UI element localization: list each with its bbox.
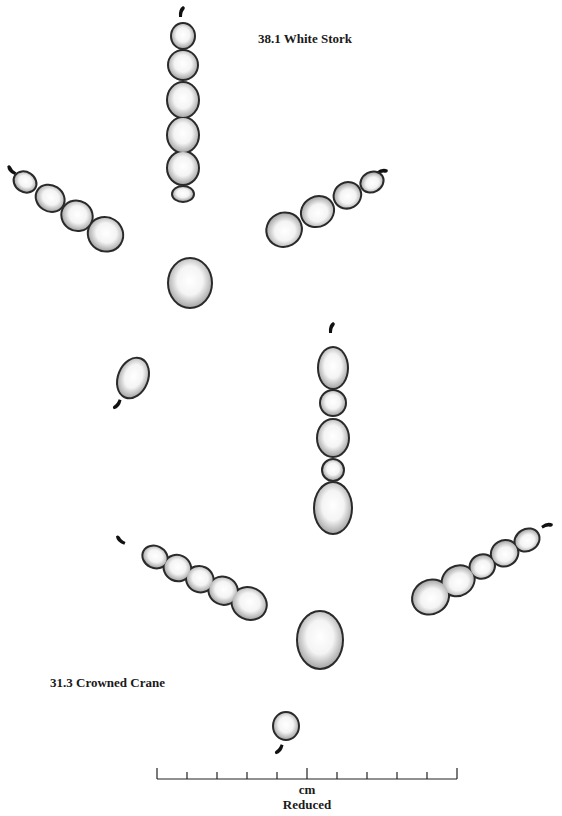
toe-outline <box>407 520 546 620</box>
claw <box>329 322 335 333</box>
claw <box>541 520 554 531</box>
toe-outline <box>7 163 128 257</box>
toe-pads <box>138 538 271 624</box>
claw <box>112 398 121 410</box>
scale-unit: cm <box>299 782 316 797</box>
heel-pad <box>169 259 211 307</box>
heel-pad <box>169 259 211 307</box>
toe-outline <box>315 348 351 533</box>
heel-pad <box>298 612 342 668</box>
scale-bar <box>157 768 457 779</box>
toe-pads <box>168 24 198 201</box>
toe-pads <box>315 348 351 533</box>
toe-pads <box>7 163 128 257</box>
toe-pads <box>407 520 546 620</box>
toe-outline <box>138 538 271 624</box>
hallux-pad <box>113 354 154 402</box>
hallux-pad <box>274 713 298 739</box>
scale-note: Reduced <box>283 797 331 812</box>
hallux-pad <box>274 713 298 739</box>
toe-outline <box>262 163 390 252</box>
claw <box>114 535 126 545</box>
hallux-pad <box>113 354 154 402</box>
claw <box>179 6 185 17</box>
crane-footprint <box>114 322 553 756</box>
species-label: 38.1 White Stork <box>258 31 352 46</box>
claw <box>274 743 283 755</box>
species-label: 31.3 Crowned Crane <box>50 675 165 690</box>
toe-outline <box>168 24 198 201</box>
toe-pads <box>262 163 390 252</box>
heel-pad <box>298 612 342 668</box>
